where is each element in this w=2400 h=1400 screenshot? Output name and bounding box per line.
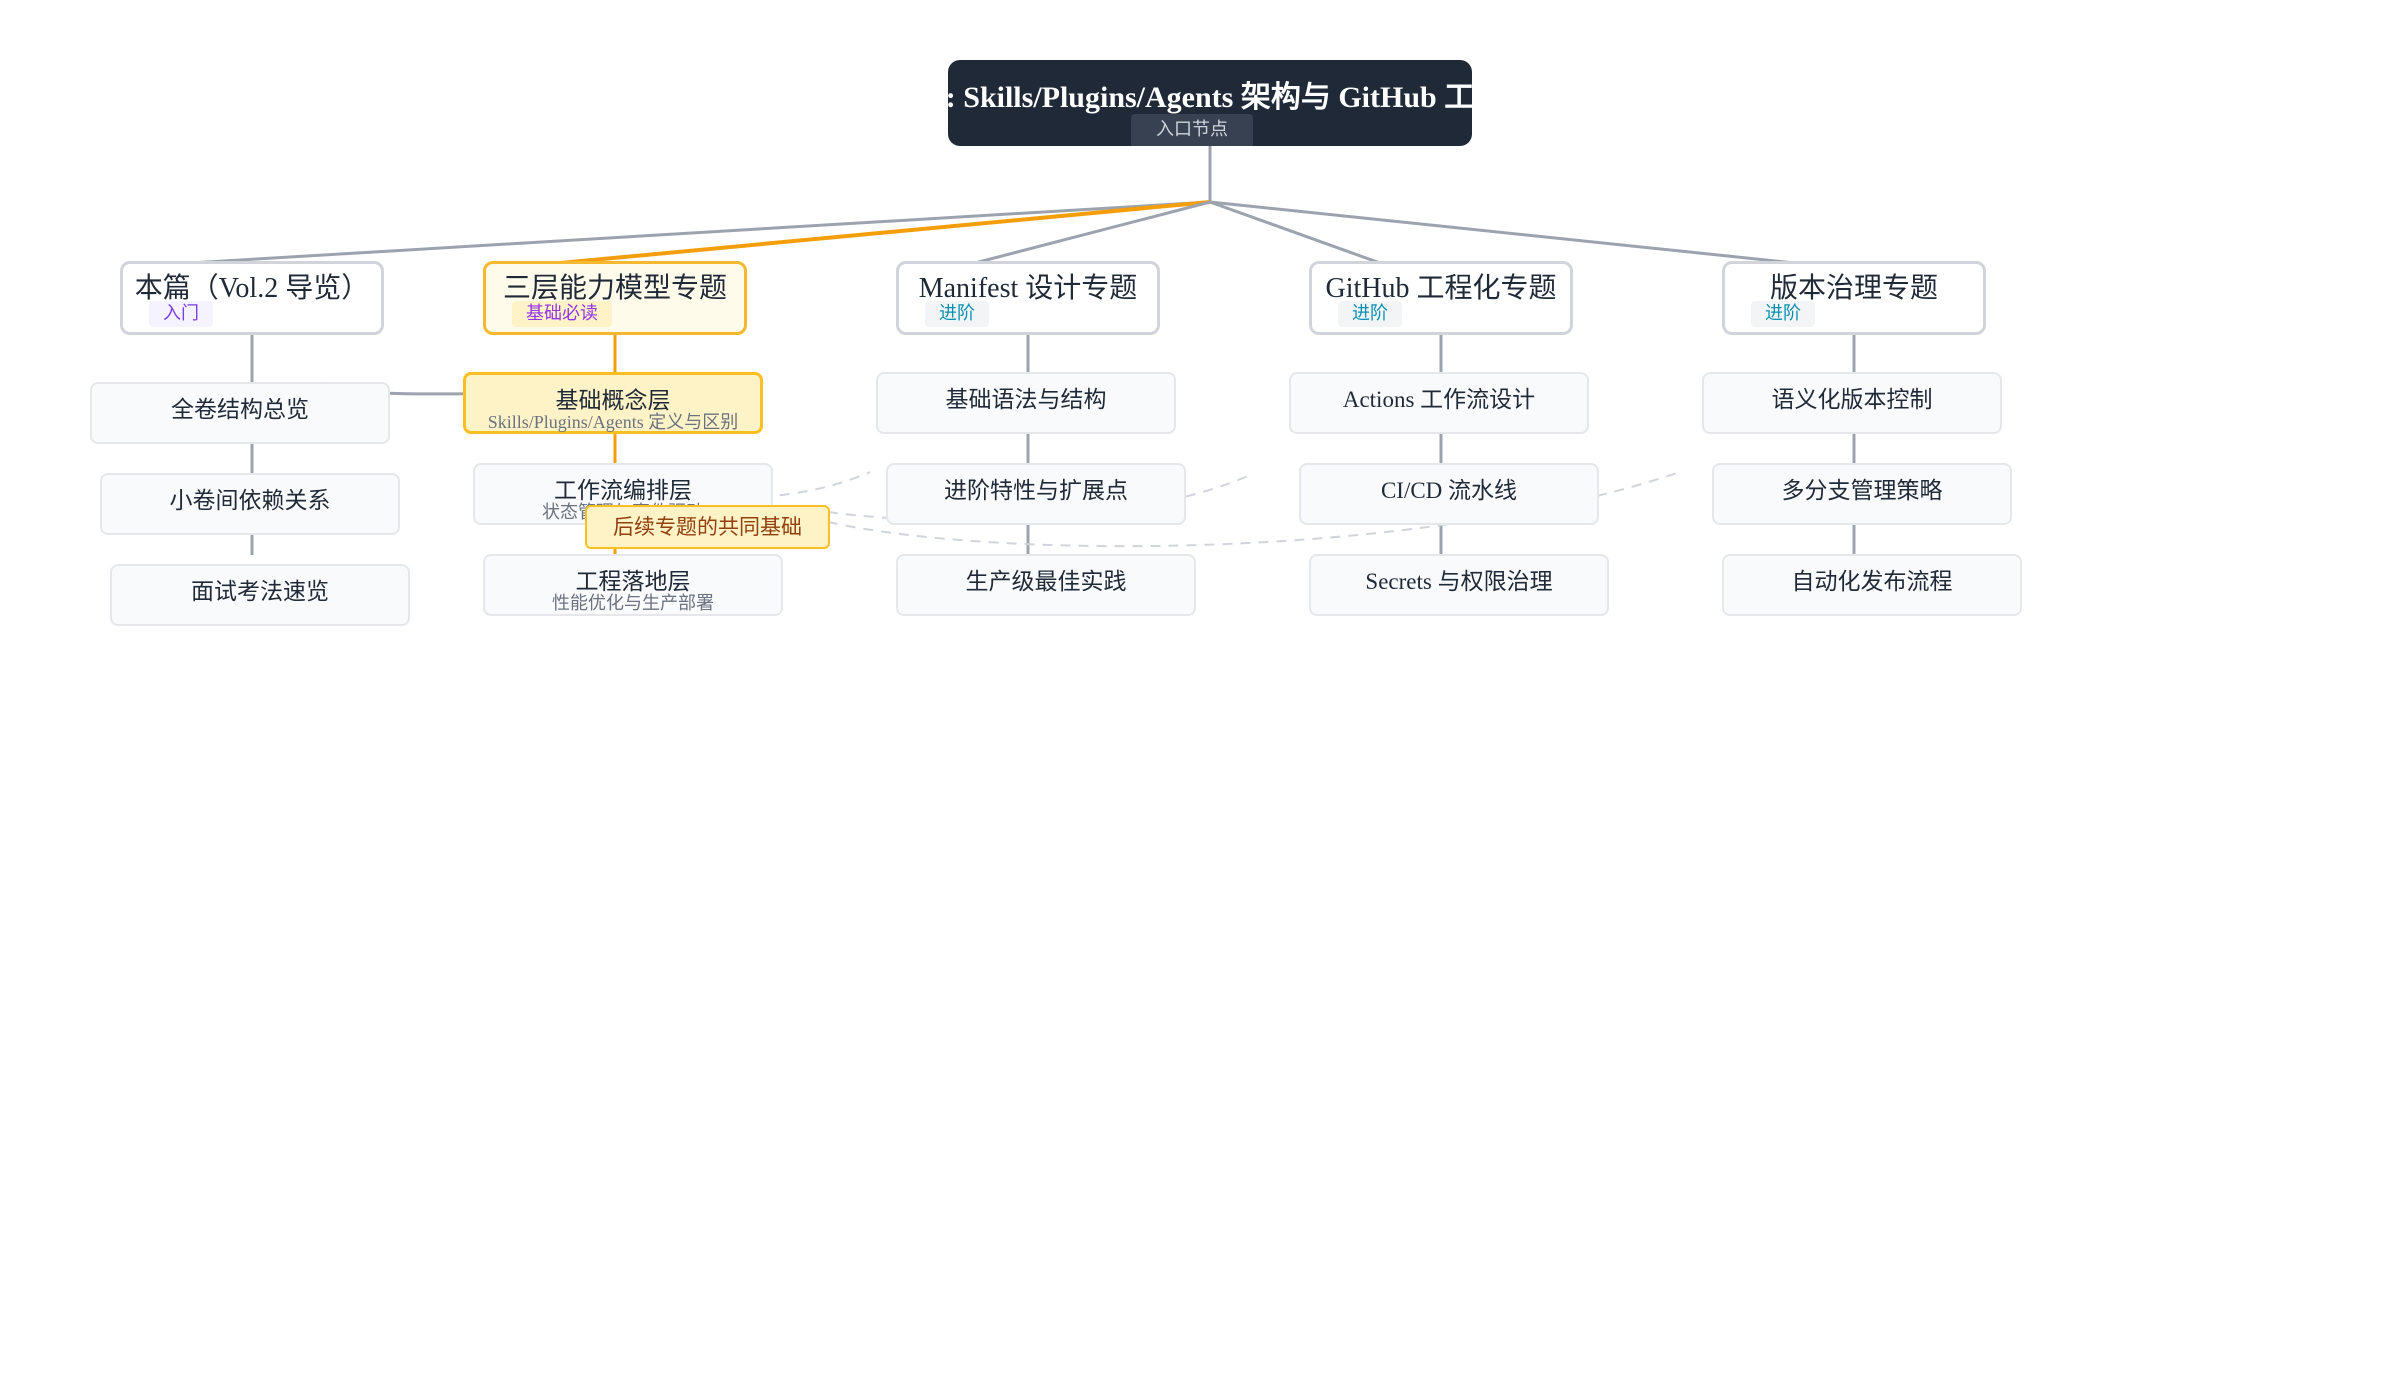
leaf-subtitle: Skills/Plugins/Agents 定义与区别 — [487, 412, 739, 432]
leaf-title: 进阶特性与扩展点 — [944, 478, 1128, 503]
category-node-manifest[interactable]: Manifest 设计专题 进阶 — [896, 261, 1160, 335]
category-title: 三层能力模型专题 — [502, 273, 727, 304]
category-badge: 基础必读 — [512, 301, 612, 327]
leaf-node[interactable]: 多分支管理策略 — [1712, 463, 2012, 525]
leaf-title: 全卷结构总览 — [171, 397, 309, 422]
leaf-subtitle: 性能优化与生产部署 — [552, 593, 714, 613]
leaf-node[interactable]: 自动化发布流程 — [1722, 554, 2022, 616]
category-node-github[interactable]: GitHub 工程化专题 进阶 — [1309, 261, 1573, 335]
category-node-versioning[interactable]: 版本治理专题 进阶 — [1722, 261, 1986, 335]
category-node-capability-model[interactable]: 三层能力模型专题 基础必读 — [483, 261, 747, 335]
shared-foundation-label: 后续专题的共同基础 — [585, 505, 830, 549]
category-title: 本篇（Vol.2 导览） — [134, 273, 370, 304]
leaf-title: 小卷间依赖关系 — [169, 488, 331, 513]
leaf-node[interactable]: 生产级最佳实践 — [896, 554, 1196, 616]
leaf-title: Actions 工作流设计 — [1342, 387, 1536, 412]
leaf-node[interactable]: 进阶特性与扩展点 — [886, 463, 1186, 525]
leaf-title: 工作流编排层 — [554, 478, 692, 503]
leaf-title: Secrets 与权限治理 — [1365, 569, 1553, 594]
category-title: Manifest 设计专题 — [918, 273, 1138, 304]
leaf-title: 基础语法与结构 — [945, 387, 1107, 412]
leaf-node[interactable]: CI/CD 流水线 — [1299, 463, 1599, 525]
root-badge: 入口节点 — [1131, 114, 1253, 146]
category-title: 版本治理专题 — [1769, 273, 1938, 304]
leaf-title: 生产级最佳实践 — [965, 569, 1127, 594]
leaf-node-highlighted[interactable]: 基础概念层 Skills/Plugins/Agents 定义与区别 — [463, 372, 763, 434]
category-title: GitHub 工程化专题 — [1325, 273, 1557, 304]
leaf-title: 工程落地层 — [575, 569, 691, 594]
category-badge: 入门 — [149, 301, 213, 327]
category-connector-line — [559, 200, 1211, 265]
leaf-node[interactable]: 基础语法与结构 — [876, 372, 1176, 434]
dashed-foundation-link — [827, 471, 1681, 548]
leaf-title: 多分支管理策略 — [1781, 478, 1943, 503]
leaf-node[interactable]: Secrets 与权限治理 — [1309, 554, 1609, 616]
category-connector-line — [189, 200, 1211, 265]
root-title: : Skills/Plugins/Agents 架构与 GitHub 工 — [948, 81, 1472, 114]
leaf-title: 自动化发布流程 — [1791, 569, 1953, 594]
category-connector-line — [1209, 200, 1381, 265]
leaf-title: 语义化版本控制 — [1771, 387, 1933, 412]
category-connector-line — [1209, 200, 1796, 265]
leaf-node[interactable]: 全卷结构总览 — [90, 382, 390, 444]
leaf-node[interactable]: 面试考法速览 — [110, 564, 410, 626]
category-connector-line — [974, 200, 1211, 265]
category-badge: 进阶 — [925, 301, 989, 327]
leaf-title: CI/CD 流水线 — [1380, 478, 1518, 503]
leaf-node[interactable]: 小卷间依赖关系 — [100, 473, 400, 535]
leaf-node[interactable]: 语义化版本控制 — [1702, 372, 2002, 434]
category-node-intro[interactable]: 本篇（Vol.2 导览） 入门 — [120, 261, 384, 335]
root-node[interactable]: : Skills/Plugins/Agents 架构与 GitHub 工 入口节… — [948, 60, 1472, 146]
leaf-node[interactable]: Actions 工作流设计 — [1289, 372, 1589, 434]
category-badge: 进阶 — [1751, 301, 1815, 327]
leaf-node[interactable]: 工程落地层 性能优化与生产部署 — [483, 554, 783, 616]
leaf-title: 面试考法速览 — [191, 579, 329, 604]
leaf-title: 基础概念层 — [555, 388, 671, 413]
category-badge: 进阶 — [1338, 301, 1402, 327]
